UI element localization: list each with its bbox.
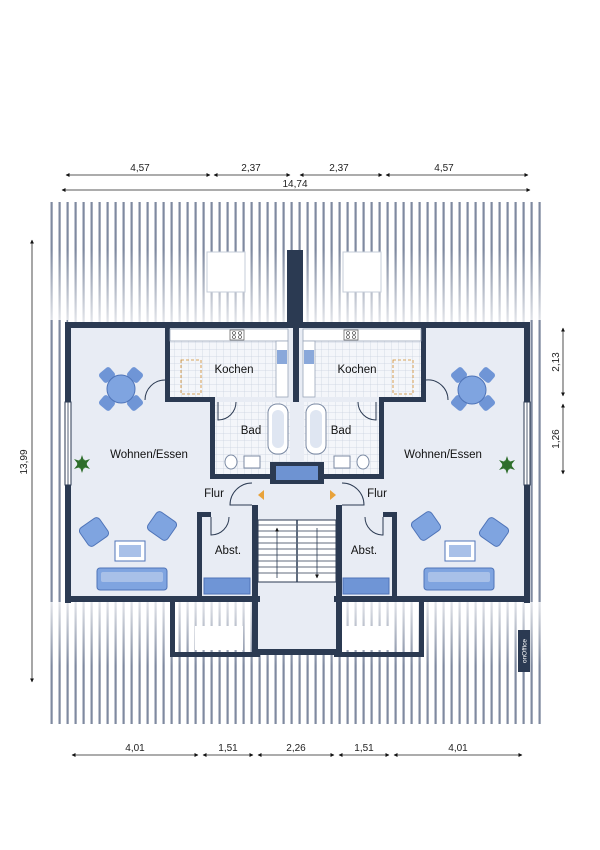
dining-right <box>451 367 495 411</box>
room-label-kochen-left: Kochen <box>214 364 253 376</box>
room-label-abst-left: Abst. <box>215 545 241 557</box>
room-label-bad-right: Bad <box>331 425 351 437</box>
skylight-left <box>206 251 246 293</box>
dining-left <box>99 367 143 411</box>
kitchen-left <box>169 328 289 398</box>
room-label-wohnen-left: Wohnen/Essen <box>110 449 188 461</box>
bath-left-fixtures <box>224 403 289 470</box>
dim-bottom-5: 4,01 <box>448 743 468 754</box>
room-label-bad-left: Bad <box>241 425 261 437</box>
dim-right-upper: 2,13 <box>551 352 562 372</box>
dim-right-lower: 1,26 <box>551 429 562 449</box>
dim-top-3: 2,37 <box>329 163 349 174</box>
dim-top-1: 4,57 <box>130 163 150 174</box>
dim-bottom-3: 2,26 <box>286 743 306 754</box>
walls <box>65 250 530 657</box>
dim-bottom-1: 4,01 <box>125 743 145 754</box>
room-label-flur-left: Flur <box>204 488 224 500</box>
dim-top-total: 14,74 <box>282 179 307 190</box>
roof-window-right <box>346 626 394 650</box>
kitchen-right <box>302 328 422 398</box>
room-label-flur-right: Flur <box>367 488 387 500</box>
roof-window-left <box>195 626 243 650</box>
staircase <box>257 519 337 583</box>
dim-bottom-2: 1,51 <box>218 743 238 754</box>
dimension-lines <box>30 173 565 757</box>
roof-left <box>50 320 68 602</box>
room-label-abst-right: Abst. <box>351 545 377 557</box>
logo-text: onOffice <box>522 639 529 663</box>
plant-right-icon <box>499 456 515 474</box>
dim-bottom-4: 1,51 <box>354 743 374 754</box>
arrow-left-icon <box>258 490 264 500</box>
room-label-wohnen-right: Wohnen/Essen <box>404 449 482 461</box>
storage-left-shelf <box>203 577 251 595</box>
skylight-right <box>342 251 382 293</box>
dim-top-2: 2,37 <box>241 163 261 174</box>
floor-stair-landing <box>258 597 336 652</box>
plant-left-icon <box>74 455 90 473</box>
arrow-right-icon <box>330 490 336 500</box>
bath-right-fixtures <box>305 403 370 470</box>
living-right <box>410 511 510 591</box>
living-left <box>78 511 178 591</box>
room-label-kochen-right: Kochen <box>337 364 376 376</box>
dim-left-total: 13,99 <box>19 449 30 474</box>
dim-top-4: 4,57 <box>434 163 454 174</box>
storage-right-shelf <box>342 577 390 595</box>
doors <box>144 379 449 536</box>
onoffice-logo: onOffice <box>518 630 530 672</box>
roof-right <box>526 320 544 602</box>
